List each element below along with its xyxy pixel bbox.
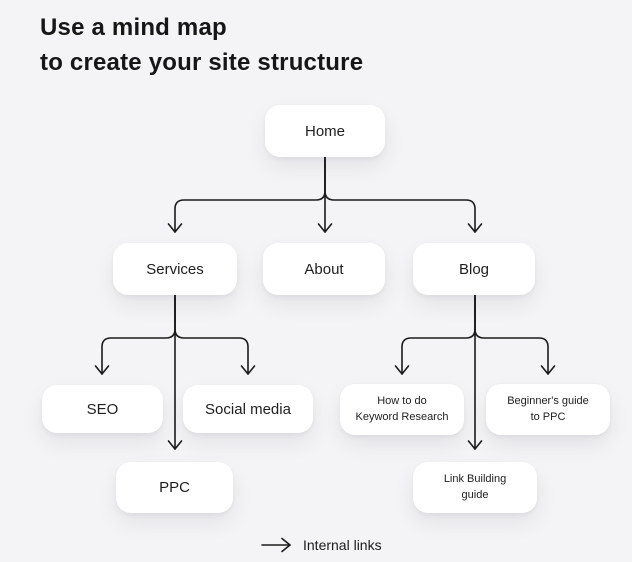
node-seo: SEO: [42, 385, 163, 433]
page-title: Use a mind map to create your site struct…: [40, 10, 363, 80]
page-title-line1: Use a mind map: [40, 14, 227, 41]
node-about-label: About: [304, 260, 344, 278]
node-beginners-guide-label: Beginner's guide to PPC: [507, 394, 589, 423]
node-link-building-label: Link Building guide: [443, 472, 507, 501]
node-keyword-research: How to do Keyword Research: [340, 384, 464, 435]
edge-services-social: [174, 294, 256, 375]
node-blog-label: Blog: [458, 260, 490, 278]
page-title-line2: to create your site structure: [40, 49, 364, 76]
node-services: Services: [113, 243, 237, 295]
node-ppc-label: PPC: [159, 479, 190, 496]
node-home-label: Home: [304, 122, 345, 140]
node-social-media-label: Social media: [205, 400, 291, 418]
legend: Internal links: [261, 537, 382, 553]
node-services-label: Services: [146, 260, 204, 278]
node-ppc: PPC: [116, 462, 233, 513]
node-keyword-research-label: How to do Keyword Research: [355, 394, 449, 423]
edge-home-services: [167, 156, 326, 233]
node-link-building: Link Building guide: [413, 462, 537, 513]
node-about: About: [263, 243, 385, 295]
legend-label: Internal links: [303, 537, 382, 553]
node-home: Home: [265, 105, 385, 157]
edge-blog-keyword: [394, 294, 476, 375]
right-arrow-icon: [261, 537, 291, 553]
edge-blog-beginners: [474, 294, 556, 375]
node-beginners-guide: Beginner's guide to PPC: [486, 384, 610, 435]
edge-services-seo: [94, 294, 176, 375]
node-blog: Blog: [413, 243, 535, 295]
node-seo-label: SEO: [86, 400, 119, 418]
edge-home-blog: [324, 156, 483, 233]
node-social-media: Social media: [183, 385, 313, 433]
